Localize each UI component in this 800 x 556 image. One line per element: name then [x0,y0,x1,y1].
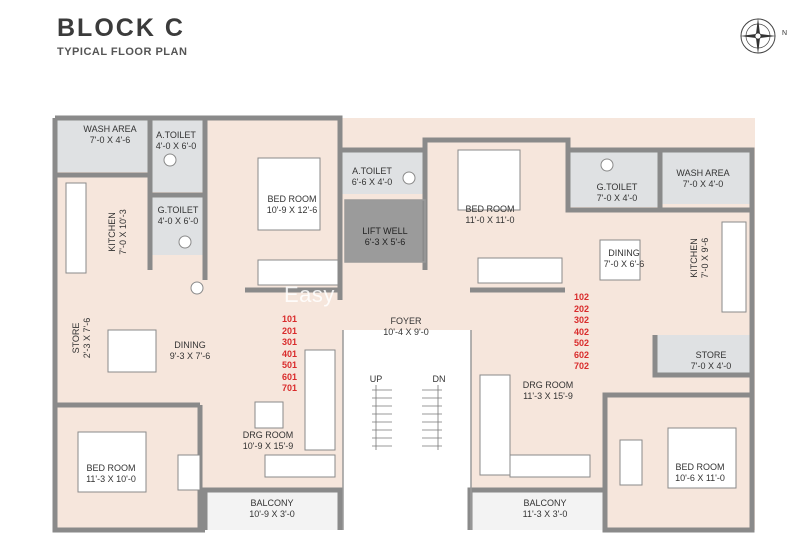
plan-subtitle: TYPICAL FLOOR PLAN [57,46,188,58]
north-label: N [782,30,788,37]
thin-walls [342,199,472,530]
unit-number: 502 [574,338,590,348]
staircase [372,385,442,450]
unit-number: 701 [282,383,298,393]
watermark: Easy [284,282,335,307]
unit-number: 202 [574,303,590,314]
unit-numbers-right: 102 202 302 402 502 602 702 [574,292,589,373]
walls [52,115,755,533]
unit-number: 302 [574,315,590,325]
unit-number: 602 [574,349,590,360]
unit-number: 601 [282,371,298,382]
furniture [65,149,747,493]
unit-numbers-left: 101 201 301 401 501 601 701 [282,314,297,395]
stair-up-label: UP [369,374,383,384]
unit-number: 702 [574,361,590,371]
unit-number: 102 [574,292,590,302]
unit-number: 402 [574,326,590,337]
unit-number: 501 [282,360,298,370]
plan-title: BLOCK C [57,14,185,42]
unit-number: 401 [282,348,298,359]
unit-number: 101 [282,314,298,324]
unit-number: 301 [282,337,298,347]
unit-number: 201 [282,325,298,336]
stair-dn-label: DN [432,374,446,384]
compass-icon [740,18,776,54]
